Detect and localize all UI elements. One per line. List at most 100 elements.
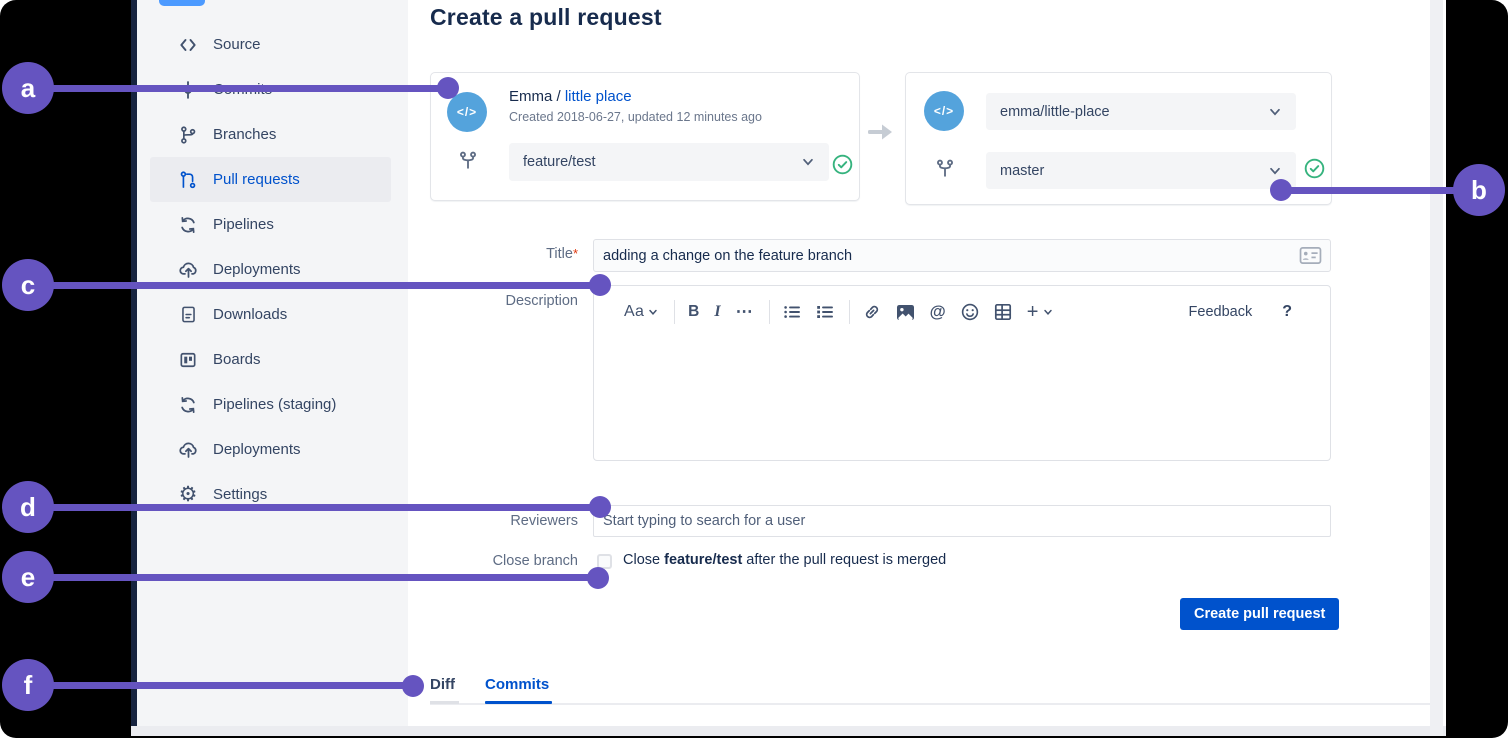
- toolbar-divider: [768, 300, 770, 324]
- close-branch-label: Close branch: [492, 553, 578, 569]
- table-icon[interactable]: [994, 303, 1012, 321]
- deployments-icon: [177, 259, 199, 281]
- sidebar-item-label: Boards: [213, 351, 261, 368]
- destination-branch-dropdown[interactable]: master: [986, 152, 1296, 189]
- tabs-divider: [430, 703, 1430, 705]
- link-icon[interactable]: [863, 303, 881, 321]
- document-icon: [177, 304, 199, 326]
- destination-branch-valid-check-icon: [1304, 158, 1325, 179]
- annotation-marker-c: c: [2, 259, 54, 311]
- emoji-icon[interactable]: [961, 303, 979, 321]
- destination-branch-card: </> emma/little-place master: [905, 72, 1332, 205]
- title-input[interactable]: [593, 239, 1331, 272]
- image-icon[interactable]: [896, 304, 915, 321]
- destination-repo-value: emma/little-place: [1000, 103, 1110, 120]
- toolbar-divider: [674, 300, 676, 324]
- source-repo-name: Emma / little place: [509, 88, 632, 105]
- annotation-dot-a: [437, 77, 459, 99]
- bold-button[interactable]: B: [688, 303, 700, 320]
- annotation-dot-d: [589, 496, 611, 518]
- source-branch-dropdown[interactable]: feature/test: [509, 143, 829, 181]
- close-branch-branch-name: feature/test: [664, 552, 743, 568]
- annotation-dot-e: [587, 567, 609, 589]
- pull-request-icon: [177, 169, 199, 191]
- text-style-button[interactable]: Aa: [624, 303, 659, 321]
- sidebar-item-branches[interactable]: Branches: [137, 112, 408, 157]
- similar-prs-card-icon: [1299, 246, 1322, 265]
- annotation-line-d: [28, 504, 600, 511]
- chevron-down-icon: [1268, 164, 1282, 178]
- sidebar-item-downloads[interactable]: Downloads: [137, 292, 408, 337]
- sidebar-item-label: Pipelines (staging): [213, 396, 337, 413]
- window-bottom-strip: [131, 726, 1446, 736]
- source-branch-valid-check-icon: [832, 154, 853, 175]
- annotation-marker-e: e: [2, 551, 54, 603]
- pipelines-icon: [177, 394, 199, 416]
- sidebar-item-label: Branches: [213, 126, 277, 143]
- close-branch-checkbox[interactable]: [597, 554, 612, 569]
- repo-link[interactable]: little place: [564, 88, 632, 105]
- sidebar-item-pipelines-staging[interactable]: Pipelines (staging): [137, 382, 408, 427]
- bullet-list-icon[interactable]: [783, 304, 801, 320]
- insert-more-button[interactable]: +: [1027, 301, 1055, 324]
- tab-diff[interactable]: Diff: [430, 676, 455, 693]
- scrollbar-track[interactable]: [1430, 0, 1443, 736]
- sidebar-item-settings[interactable]: ⚙ Settings: [137, 472, 408, 517]
- toolbar-divider: [848, 300, 850, 324]
- source-repo-avatar: </>: [447, 92, 487, 132]
- annotation-marker-a: a: [2, 62, 54, 114]
- mention-icon[interactable]: @: [929, 302, 946, 321]
- annotation-dot-c: [589, 274, 611, 296]
- sidebar-nav: Source Commits Branches: [137, 22, 408, 517]
- sidebar-item-label: Pull requests: [213, 171, 300, 188]
- description-textarea[interactable]: [594, 338, 1330, 460]
- annotation-marker-b: b: [1453, 164, 1505, 216]
- tab-commits-active-underline: [485, 701, 552, 704]
- description-editor: Aa B I ⋯: [593, 285, 1331, 461]
- arrow-right-icon: [866, 121, 894, 143]
- annotation-line-b: [1281, 187, 1479, 194]
- sidebar-item-deployments[interactable]: Deployments: [137, 247, 408, 292]
- annotation-line-c: [28, 282, 600, 289]
- feedback-link[interactable]: Feedback: [1188, 304, 1253, 320]
- more-formatting-button[interactable]: ⋯: [735, 302, 754, 321]
- sidebar-item-pull-requests[interactable]: Pull requests: [150, 157, 391, 202]
- branch-icon: [177, 124, 199, 146]
- create-pull-request-button[interactable]: Create pull request: [1180, 598, 1340, 630]
- chevron-down-icon: [801, 155, 815, 169]
- sidebar-item-label: Pipelines: [213, 216, 274, 233]
- help-icon[interactable]: ?: [1282, 303, 1292, 320]
- annotation-line-e: [28, 574, 598, 581]
- sidebar-item-deployments-2[interactable]: Deployments: [137, 427, 408, 472]
- code-avatar-glyph: </>: [456, 105, 478, 119]
- annotation-dot-f: [402, 675, 424, 697]
- annotation-line-f: [28, 682, 413, 689]
- repo-owner: Emma /: [509, 88, 565, 105]
- required-asterisk: *: [572, 246, 578, 261]
- annotation-marker-d: d: [2, 481, 54, 533]
- tab-diff-underline: [430, 701, 459, 704]
- sidebar-item-label: Source: [213, 36, 261, 53]
- sidebar-item-source[interactable]: Source: [137, 22, 408, 67]
- boards-icon: [177, 349, 199, 371]
- reviewers-input[interactable]: [593, 505, 1331, 537]
- tab-commits[interactable]: Commits: [485, 676, 550, 693]
- numbered-list-icon[interactable]: [816, 304, 834, 320]
- workspace-avatar: [159, 0, 205, 6]
- destination-branch-value: master: [1000, 162, 1045, 179]
- sidebar-item-label: Settings: [213, 486, 268, 503]
- reviewers-label: Reviewers: [510, 513, 578, 529]
- deployments-icon: [177, 439, 199, 461]
- window-left-edge: [131, 0, 137, 736]
- sidebar-item-boards[interactable]: Boards: [137, 337, 408, 382]
- annotation-line-a: [28, 85, 448, 92]
- source-branch-value: feature/test: [523, 154, 596, 170]
- code-avatar-glyph: </>: [933, 104, 955, 118]
- branch-fork-icon: [934, 158, 956, 180]
- destination-repo-dropdown[interactable]: emma/little-place: [986, 93, 1296, 130]
- editor-toolbar: Aa B I ⋯: [594, 286, 1330, 338]
- description-label: Description: [505, 293, 578, 309]
- sidebar-item-pipelines[interactable]: Pipelines: [137, 202, 408, 247]
- italic-button[interactable]: I: [714, 303, 721, 320]
